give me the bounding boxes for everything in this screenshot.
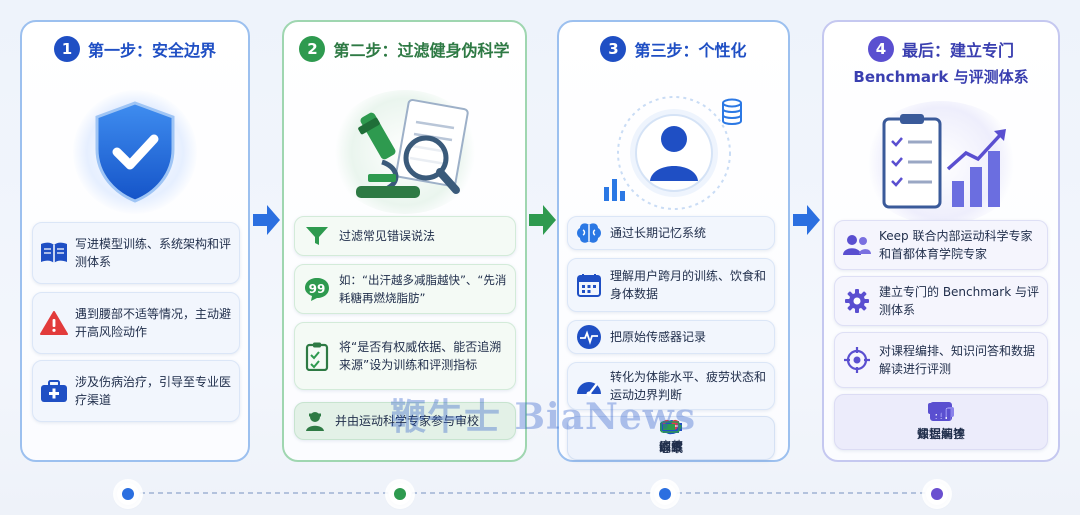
target-icon: [835, 347, 879, 373]
brain-icon: [568, 222, 610, 244]
step-2-item-2-text: 如：“出汗越多减脂越快”、“先消耗糖再燃烧脂肪”: [339, 273, 507, 305]
step-3-card: 3 第三步：个性化 通过长期记忆系统 理解用户跨月的训练、饮食和身体数据 把原始…: [557, 20, 790, 462]
step-4-title-line1: 最后：建立专门: [901, 41, 1014, 60]
pulse-sensor-icon: [568, 324, 610, 350]
step-3-item-4: 转化为体能水平、疲劳状态和运动边界判断: [567, 362, 775, 410]
arrow-right-icon: [529, 205, 556, 235]
step-3-item-2: 理解用户跨月的训练、饮食和身体数据: [567, 258, 775, 312]
timeline-dot-4: [926, 483, 948, 505]
timeline-dot-3: [654, 483, 676, 505]
timeline-line: [140, 492, 927, 494]
timeline-dot-2: [389, 483, 411, 505]
expert-icon: [295, 410, 335, 432]
microscope-illustration: [284, 82, 525, 222]
svg-text:99: 99: [309, 282, 326, 296]
quote-bubble-icon: 99: [295, 276, 339, 302]
sensor-label-heart-rate: 心率: [658, 441, 683, 455]
medical-kit-icon: [33, 379, 75, 403]
step-3-item-2-text: 理解用户跨月的训练、饮食和身体数据: [610, 269, 767, 301]
step-1-item-1: 写进模型训练、系统架构和评测体系: [32, 222, 240, 284]
step-3-item-3-text: 把原始传感器记录: [610, 330, 707, 344]
eval-data: 数据解读: [917, 401, 965, 443]
step-2-item-2: 99 如：“出汗越多减脂越快”、“先消耗糖再燃烧脂肪”: [294, 264, 516, 314]
step-1-item-1-text: 写进模型训练、系统架构和评测体系: [75, 237, 232, 269]
calendar-icon: [568, 273, 610, 297]
gauge-icon: [568, 374, 610, 398]
step-4-item-1-text: Keep 联合内部运动科学专家和首都体育学院专家: [879, 229, 1033, 261]
clipboard-check-icon: [295, 341, 339, 371]
step-3-number: 3: [600, 36, 627, 62]
step-3-item-4-text: 转化为体能水平、疲劳状态和运动边界判断: [610, 370, 767, 402]
microscope-magnifier-icon: [355, 99, 469, 198]
step-4-item-3: 对课程编排、知识问答和数据解读进行评测: [834, 332, 1048, 388]
step-1-card: 1 第一步：安全边界 写进模型训练、系统架构和评测体系 遇到腰部不适等情况，主动…: [20, 20, 250, 462]
step-4-number: 4: [867, 36, 894, 62]
step-2-item-1-text: 过滤常见错误说法: [339, 229, 436, 243]
step-1-number: 1: [53, 36, 80, 62]
warning-icon: [33, 310, 75, 336]
step-3-header: 3 第三步：个性化: [559, 36, 788, 62]
step-2-card: 2 第二步：过滤健身伪科学 过滤常见错误说法 99 如：“出汗越: [282, 20, 527, 462]
step-3-item-1: 通过长期记忆系统: [567, 216, 775, 250]
step-4-item-2: 建立专门的 Benchmark 与评测体系: [834, 276, 1048, 326]
step-1-title: 第一步：安全边界: [87, 41, 216, 60]
step-3-title: 第三步：个性化: [634, 41, 747, 60]
step-4-item-3-text: 对课程编排、知识问答和数据解读进行评测: [879, 344, 1036, 376]
book-icon: [33, 241, 75, 265]
step-2-item-3-text: 将“是否有权威依据、能否追溯来源”设为训练和评测指标: [339, 340, 502, 372]
eval-row: 课程编排 知识问答 数据解读: [834, 394, 1048, 450]
step-1-item-2: 遇到腰部不适等情况，主动避开高风险动作: [32, 292, 240, 354]
benchmark-illustration: [824, 100, 1058, 226]
gear-icon: [835, 288, 879, 314]
battery-icon: [660, 421, 682, 433]
sensor-row: 训练 饮食 心率 睡眠 疲劳: [567, 416, 775, 460]
step-1-item-3: 涉及伤病治疗，引导至专业医疗渠道: [32, 360, 240, 422]
sensor-fatigue: 疲劳: [659, 421, 683, 455]
step-3-item-3: 把原始传感器记录: [567, 320, 775, 354]
user-data-icon: [603, 96, 742, 210]
sensor-label-sleep: 睡眠: [658, 441, 683, 455]
arrow-right-icon: [253, 205, 280, 235]
step-2-header: 2 第二步：过滤健身伪科学: [284, 36, 525, 62]
step-1-item-2-text: 遇到腰部不适等情况，主动避开高风险动作: [75, 307, 232, 339]
user-profile-illustration: [559, 82, 788, 222]
step-2-number: 2: [299, 36, 326, 62]
step-2-footer-text: 并由运动科学专家参与审校: [335, 414, 480, 428]
watermark: 鞭牛士 BiaNews: [390, 396, 697, 438]
step-3-item-1-text: 通过长期记忆系统: [610, 226, 707, 240]
step-1-item-3-text: 涉及伤病治疗，引导至专业医疗渠道: [75, 375, 232, 407]
team-icon: [835, 234, 879, 256]
sensor-label-diet: 饮食: [658, 440, 683, 454]
step-4-card: 4 最后：建立专门 Benchmark 与评测体系 Keep 联合内部运动科学专…: [822, 20, 1060, 462]
step-4-item-1: Keep 联合内部运动科学专家和首都体育学院专家: [834, 220, 1048, 270]
filter-icon: [295, 225, 339, 247]
shield-check-icon: [95, 101, 175, 203]
step-4-item-2-text: 建立专门的 Benchmark 与评测体系: [879, 285, 1039, 317]
bar-chart-icon: [931, 404, 951, 420]
step-1-header: 1 第一步：安全边界: [22, 36, 248, 62]
step-4-title-line2: Benchmark 与评测体系: [853, 68, 1029, 86]
step-4-header: 4 最后：建立专门 Benchmark 与评测体系: [824, 36, 1058, 87]
step-2-footer: 并由运动科学专家参与审校: [294, 402, 516, 440]
eval-label-course: 课程编排: [916, 427, 965, 441]
eval-label-data: 数据解读: [916, 427, 965, 441]
arrow-right-icon: [793, 205, 820, 235]
eval-label-qa: 知识问答: [916, 427, 965, 441]
step-2-title: 第二步：过滤健身伪科学: [333, 41, 510, 60]
clipboard-chart-icon: [882, 114, 1006, 209]
sensor-label-fatigue: 疲劳: [658, 439, 683, 453]
step-2-item-3: 将“是否有权威依据、能否追溯来源”设为训练和评测指标: [294, 322, 516, 390]
sensor-label-training: 训练: [658, 440, 683, 454]
shield-illustration: [22, 82, 248, 222]
step-2-item-1: 过滤常见错误说法: [294, 216, 516, 256]
timeline-dot-1: [117, 483, 139, 505]
